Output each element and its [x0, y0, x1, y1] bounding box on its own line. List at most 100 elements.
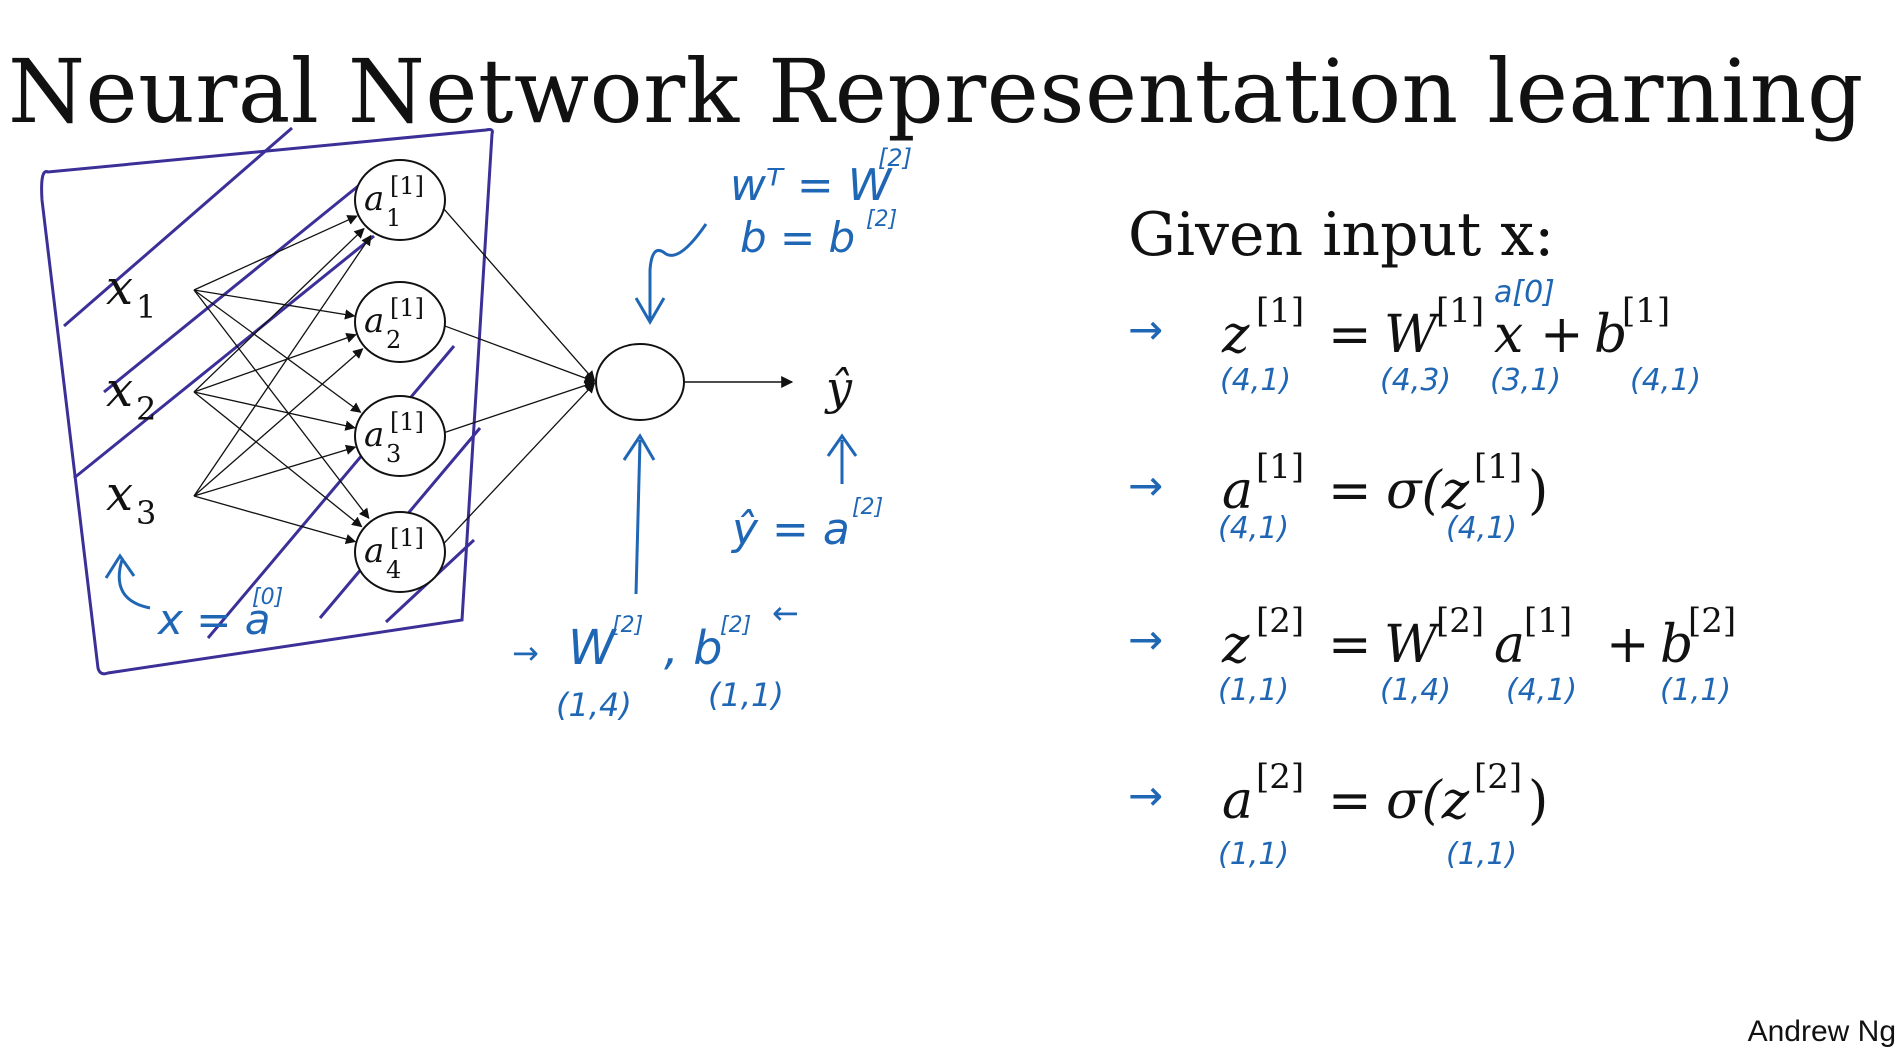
- b-annotation: b = b: [740, 213, 855, 262]
- hidden-node: [354, 511, 446, 593]
- hidden-node-base: a: [364, 531, 384, 571]
- left-arrow-b2: ←: [772, 594, 799, 632]
- edge: [193, 234, 372, 497]
- input-layer-box: [40, 128, 494, 676]
- squiggle-arrow-head: [634, 297, 666, 325]
- hidden-node-sup: [1]: [390, 294, 424, 322]
- hidden-node-sup: [1]: [390, 524, 424, 552]
- equation-lhs-sup: [2]: [1256, 757, 1304, 797]
- edge: [193, 215, 358, 291]
- input-node-label: x: [106, 362, 133, 418]
- x-arrow-head: [104, 553, 136, 579]
- equation-term: x: [1494, 305, 1523, 365]
- edge: [193, 444, 357, 497]
- b2-dim: (1,1): [708, 676, 784, 714]
- equation-lhs-sup: [1]: [1256, 291, 1304, 331]
- dimension-note: (4,1): [1446, 511, 1517, 546]
- hidden-node-sup: [1]: [390, 172, 424, 200]
- equation-term: b: [1594, 305, 1627, 365]
- yhat-annotation: ŷ = a: [730, 504, 850, 555]
- edge: [193, 227, 365, 393]
- output-label: ŷ: [824, 361, 853, 415]
- dimension-note: (4,1): [1220, 363, 1291, 398]
- edge: [193, 391, 363, 528]
- dimension-note: (1,1): [1446, 837, 1517, 872]
- yhat-annotation-sup: [2]: [852, 495, 883, 520]
- handwritten-annotations: wᵀ = W [2] b = b [2] ŷ = a [2] x = a [0]…: [104, 144, 912, 724]
- x-equals-a0: x = a: [156, 595, 271, 644]
- slide-title: Neural Network Representation learning: [8, 40, 1864, 143]
- equation-rhs-sup: [2]: [1474, 757, 1522, 797]
- author-credit: Andrew Ng: [1747, 1015, 1896, 1048]
- hidden-node-sub: 2: [386, 326, 401, 354]
- edge: [193, 289, 362, 413]
- equation-term: +: [1606, 615, 1650, 675]
- hidden-node: [354, 281, 446, 363]
- equation-rhs: σ(z: [1386, 461, 1470, 521]
- equation-term: W: [1384, 305, 1441, 365]
- x-equals-a0-sup: [0]: [252, 585, 283, 610]
- input-hidden-edges: [193, 215, 372, 545]
- hidden-node: [354, 395, 446, 477]
- dimension-note: (4,1): [1218, 511, 1289, 546]
- equation-arrow: →: [1128, 461, 1163, 510]
- equation-term-sup: [1]: [1622, 291, 1670, 331]
- dimension-note: (1,1): [1218, 673, 1289, 708]
- equation-equals: =: [1328, 461, 1372, 521]
- equation-term: W: [1384, 615, 1441, 675]
- right-arrow-w2: →: [512, 634, 539, 672]
- input-node-label: x: [106, 260, 133, 316]
- equation-rhs-sup: [1]: [1474, 447, 1522, 487]
- edge: [193, 348, 364, 497]
- hidden-node-base: a: [364, 179, 384, 219]
- input-node-sub: 2: [136, 390, 156, 428]
- b2-annotation-sup: [2]: [720, 613, 751, 638]
- wt-annotation: wᵀ = W: [730, 160, 893, 211]
- b2-annotation: , b: [664, 621, 722, 675]
- edge: [441, 380, 596, 434]
- equation-term-sup: [2]: [1436, 601, 1484, 641]
- input-node-sub: 1: [136, 288, 156, 326]
- dimension-note: (1,4): [1380, 673, 1451, 708]
- equation-equals: =: [1328, 615, 1372, 675]
- hidden-node-sub: 3: [386, 440, 401, 468]
- dimension-note: (1,1): [1218, 837, 1289, 872]
- equation-term: a: [1494, 615, 1525, 675]
- up-arrow-to-output: [634, 439, 642, 595]
- edge: [441, 382, 596, 546]
- equation-term: b: [1660, 615, 1693, 675]
- edge: [193, 495, 357, 545]
- dimension-note: (4,1): [1630, 363, 1701, 398]
- w2-dim: (1,4): [556, 686, 632, 724]
- equation-term-sup: [1]: [1524, 601, 1572, 641]
- equation-lhs: a: [1222, 771, 1253, 831]
- given-input-heading: Given input x:: [1128, 200, 1555, 270]
- wt-annotation-sup: [2]: [878, 144, 912, 172]
- edge: [441, 206, 596, 382]
- equation-rhs-close: ): [1528, 771, 1548, 831]
- up-arrow-to-output-head: [622, 433, 656, 461]
- edge: [193, 289, 370, 520]
- hidden-node: [354, 159, 446, 241]
- hidden-node-base: a: [364, 301, 384, 341]
- edge: [193, 289, 356, 320]
- equation-arrow: →: [1128, 615, 1163, 664]
- hidden-layer: a[1]1a[1]2a[1]3a[1]4: [354, 159, 446, 593]
- x-arrow: [117, 559, 151, 610]
- equation-note: a[0]: [1494, 275, 1555, 310]
- equation-term-sup: [2]: [1688, 601, 1736, 641]
- hidden-output-edges: [441, 206, 596, 546]
- w2-annotation-sup: [2]: [612, 613, 643, 638]
- equation-lhs: z: [1221, 305, 1250, 365]
- equation-rhs: σ(z: [1386, 771, 1470, 831]
- equation-term: +: [1540, 305, 1584, 365]
- edge: [193, 391, 356, 431]
- dimension-note: (4,3): [1380, 363, 1451, 398]
- equation-arrow: →: [1128, 305, 1163, 354]
- equation-lhs: z: [1221, 615, 1250, 675]
- hidden-node-sub: 1: [386, 204, 401, 232]
- hidden-node-sup: [1]: [390, 408, 424, 436]
